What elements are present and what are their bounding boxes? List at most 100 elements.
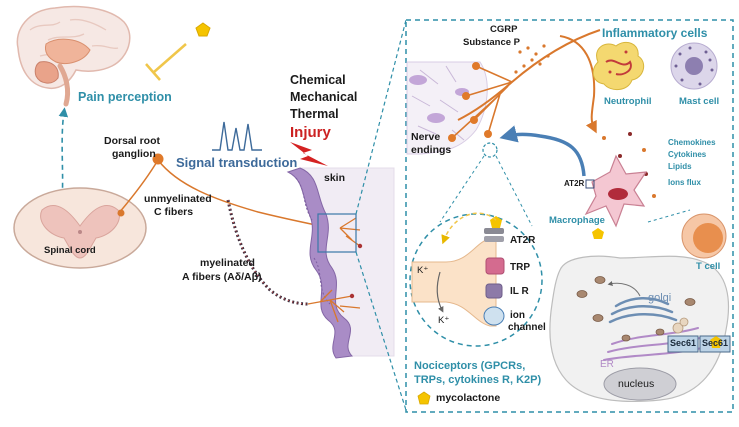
nerve-terminal [462, 92, 470, 100]
connector-line [647, 209, 691, 223]
trp-channel [485, 257, 505, 275]
lightning-bolt-icon [290, 142, 328, 166]
zoom-line-top [355, 19, 407, 215]
k-plus-label-2: K⁺ [438, 315, 450, 326]
golgi-icon [608, 297, 678, 324]
zoom-nerve-branches [451, 65, 513, 139]
nucleus-icon [603, 367, 677, 401]
ions-flux-label: Ions flux [668, 178, 701, 187]
nociceptor-connector-right [495, 155, 533, 227]
pain-perception-label: Pain perception [78, 90, 172, 104]
at2r-label: AT2R [510, 235, 536, 246]
tissue-cell [409, 75, 427, 85]
nociceptors-label-line2: TRPs, cytokines R, K2P) [414, 374, 542, 386]
cytokines-label: Cytokines [668, 150, 707, 159]
c-fiber-terminal [117, 209, 125, 217]
mycolactone-signal-arrow [441, 212, 497, 245]
vesicles [576, 276, 696, 342]
signal-transduction-label: Signal transduction [176, 155, 298, 170]
dorsal-root-ganglion-icon [152, 153, 164, 165]
lipids-label: Lipids [668, 162, 692, 171]
k-plus-label-1: K⁺ [417, 265, 429, 276]
sec61-label-a: Sec61 [670, 338, 697, 348]
ion-channel-label-line1: ion [510, 310, 525, 321]
nociceptor-connector-left [439, 155, 485, 223]
tissue-patch [406, 61, 488, 155]
feedback-arrow [499, 125, 586, 177]
nerve-endings-label-line2: endings [411, 144, 452, 156]
inhibition-line [153, 43, 187, 73]
stimulus-chemical: Chemical [290, 73, 346, 87]
nerve-endings-label-line1: Nerve [411, 131, 441, 143]
chemokines-label: Chemokines [668, 138, 716, 147]
release-arrow [559, 35, 597, 134]
at2r-receptor [484, 228, 504, 234]
t-cell-label: T cell [696, 261, 721, 272]
spinal-cord-icon [13, 187, 147, 269]
stimulus-thermal: Thermal [290, 107, 339, 121]
c-fiber-central [117, 159, 159, 215]
nucleus-label: nucleus [618, 378, 655, 390]
nerve-terminal [484, 130, 492, 138]
cgrp-label: CGRP [490, 24, 518, 35]
neuropeptide-dots [514, 44, 550, 74]
sec61-label-b: Sec61 [702, 338, 729, 348]
mycolactone-pentagon-icon [195, 22, 211, 37]
signal-spikes-icon [212, 121, 262, 151]
trp-label: TRP [510, 262, 530, 273]
dorsal-root-label-line1: Dorsal root [104, 135, 161, 147]
myelinated-label-line1: myelinated [200, 257, 255, 269]
nerve-terminal [470, 116, 478, 124]
nerve-terminal-shape [411, 237, 497, 327]
inflammatory-cells-label: Inflammatory cells [602, 26, 708, 40]
dorsal-root-label-line2: ganglion [112, 148, 156, 160]
golgi-label: golgi [648, 292, 672, 304]
unmyelinated-label-line2: C fibers [154, 206, 194, 218]
mast-cell-label: Mast cell [679, 96, 720, 107]
ribosome-icon [672, 322, 684, 334]
mycolactone-legend-icon [417, 391, 431, 405]
skin-terminal-dot [357, 243, 363, 249]
nociceptor-source-circle [482, 142, 498, 158]
potassium-flux-arrow [436, 271, 444, 313]
nociceptors-label-line1: Nociceptors (GPCRs, [414, 360, 526, 372]
host-cell [549, 255, 730, 402]
mycolactone-legend-label: mycolactone [436, 392, 501, 404]
ribosome-icon [679, 317, 689, 327]
spinal-cord-label: Spinal cord [44, 245, 96, 256]
myelinated-label-line2: A fibers (Aδ/Aβ) [182, 271, 262, 283]
macrophage-icon [584, 154, 648, 228]
vesicle-transport-arrow [607, 281, 641, 297]
neutrophil-icon [592, 41, 645, 90]
tissue-cell [427, 113, 445, 123]
ion-channel-label-line2: channel [508, 322, 546, 333]
nerve-terminal [448, 134, 456, 142]
er-label: ER [600, 359, 614, 370]
a-fiber-accent [227, 199, 309, 305]
il-r-label: IL R [510, 286, 529, 297]
brain-icon [16, 5, 131, 107]
at2r-receptor-band [484, 236, 504, 242]
zoom-box [317, 213, 357, 253]
mast-cell-icon [670, 42, 718, 90]
substance-p-label: Substance P [463, 37, 521, 48]
skin-nerve-endings-lower [307, 289, 361, 323]
tissue-texture [411, 65, 465, 141]
nerve-terminal [472, 62, 480, 70]
a-fiber [226, 199, 309, 306]
mediator-dots [602, 132, 656, 198]
at2r-receptor-mini [585, 179, 595, 189]
skin-terminal-dot [349, 293, 355, 299]
skin-nerve-endings-upper [339, 217, 361, 247]
at2r-macrophage-label: AT2R [564, 179, 585, 188]
mycolactone-pentagon-icon [592, 228, 604, 239]
ion-channel [483, 306, 505, 326]
injury-label: Injury [290, 124, 331, 141]
mycolactone-pentagon-icon [710, 336, 722, 348]
mycolactone-pentagon-icon [490, 216, 502, 228]
sec61-translocon-a [667, 335, 699, 353]
stimulus-mechanical: Mechanical [290, 90, 358, 104]
unmyelinated-label-line1: unmyelinated [144, 193, 212, 205]
